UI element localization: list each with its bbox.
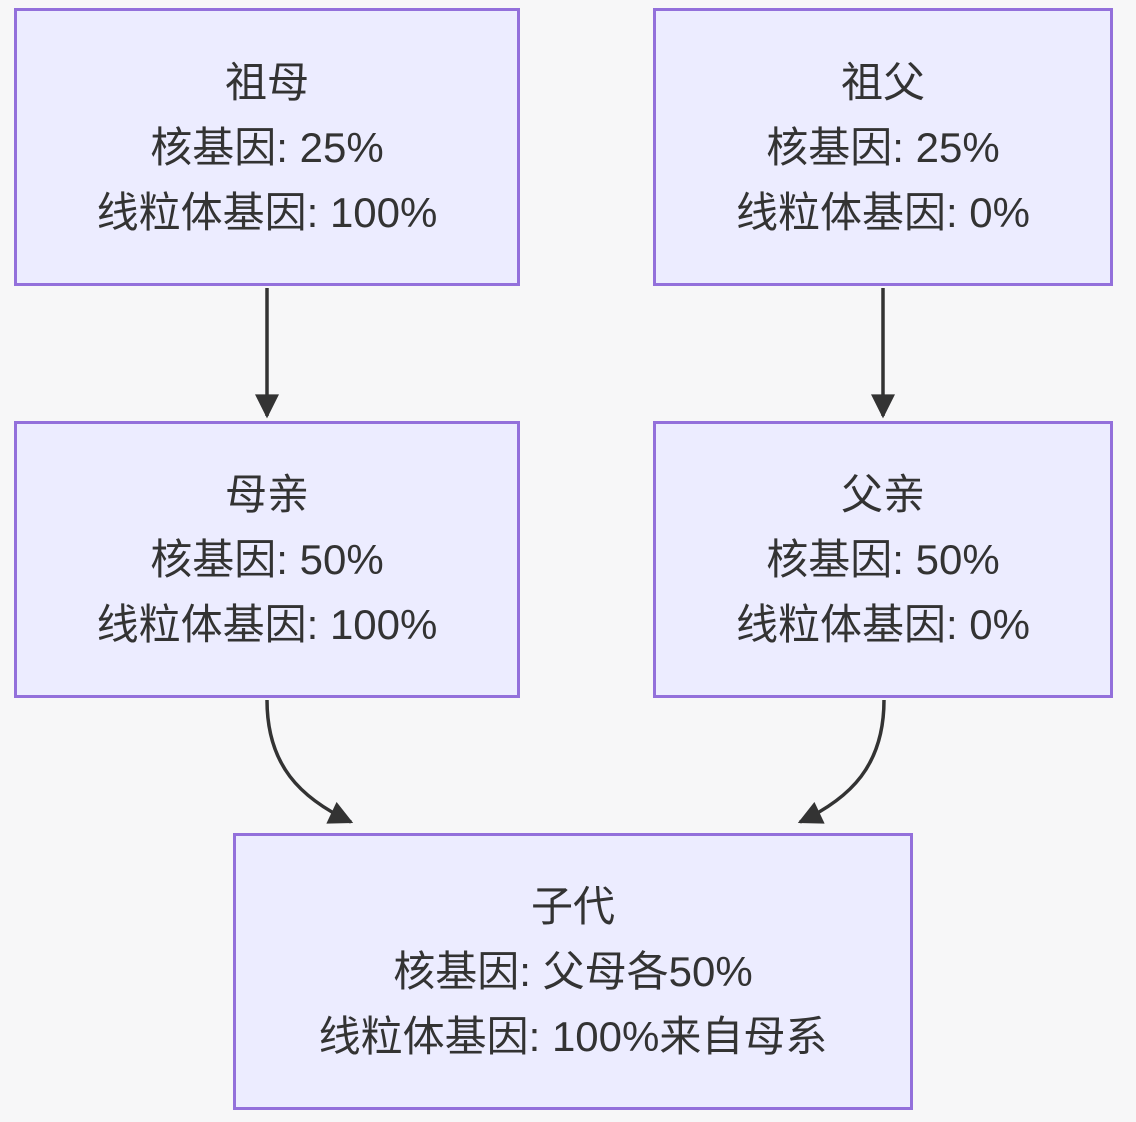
node-mother: 母亲 核基因: 50% 线粒体基因: 100% [14,421,520,698]
node-line-nuclear: 核基因: 25% [766,123,1000,171]
node-title: 祖父 [840,58,925,106]
node-title: 母亲 [224,471,309,518]
node-line-mitochondrial: 线粒体基因: 100% [96,601,438,648]
node-father: 父亲 核基因: 50% 线粒体基因: 0% [653,421,1113,698]
node-line-mitochondrial: 线粒体基因: 0% [735,188,1031,236]
node-child: 子代 核基因: 父母各50% 线粒体基因: 100%来自母系 [233,833,913,1110]
node-line-mitochondrial: 线粒体基因: 0% [735,601,1031,648]
arrow-father-to-child [797,699,886,824]
node-grandmother: 祖母 核基因: 25% 线粒体基因: 100% [14,8,520,286]
node-title: 父亲 [840,471,925,518]
node-line-nuclear: 核基因: 50% [766,536,1000,583]
node-title: 子代 [530,883,615,930]
node-line-nuclear: 核基因: 父母各50% [393,948,753,995]
node-line-nuclear: 核基因: 50% [150,536,384,583]
node-line-nuclear: 核基因: 25% [150,123,384,171]
node-grandfather: 祖父 核基因: 25% 线粒体基因: 0% [653,8,1113,286]
node-title: 祖母 [224,58,309,106]
arrow-mother-to-child [265,699,354,824]
node-line-mitochondrial: 线粒体基因: 100%来自母系 [318,1013,828,1060]
node-line-mitochondrial: 线粒体基因: 100% [96,188,438,236]
